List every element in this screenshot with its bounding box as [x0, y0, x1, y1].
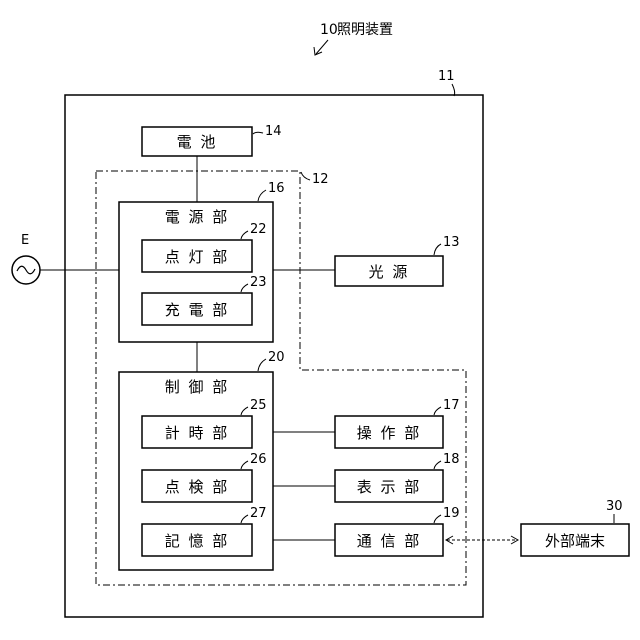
ref-inspection: 26 — [250, 452, 267, 467]
ref-communication-leader — [434, 515, 441, 523]
operation-label: 操 作 部 — [357, 424, 422, 442]
ref-charging: 23 — [250, 275, 267, 290]
ref-operation-leader — [434, 407, 441, 415]
ref-memory: 27 — [250, 506, 267, 521]
external-terminal-label: 外部端末 — [545, 532, 605, 550]
ac-sine-icon — [17, 266, 35, 274]
controller-label: 制 御 部 — [165, 378, 230, 396]
ref-operation: 17 — [443, 398, 460, 413]
ref-control-unit-leader — [301, 172, 310, 180]
ref-communication: 19 — [443, 506, 460, 521]
charging-label: 充 電 部 — [165, 301, 230, 319]
ref-control-unit: 12 — [312, 172, 329, 187]
ref-housing-leader — [452, 84, 455, 96]
ref-ac-source: E — [21, 233, 29, 248]
ref-light-source: 13 — [443, 235, 460, 250]
battery-label: 電 池 — [177, 133, 218, 151]
power-supply-label: 電 源 部 — [165, 208, 230, 226]
title-pointer — [316, 40, 328, 54]
ref-battery: 14 — [265, 124, 282, 139]
lighting-label: 点 灯 部 — [165, 248, 230, 266]
memory-label: 記 憶 部 — [165, 532, 230, 550]
ref-external-terminal: 30 — [606, 499, 623, 514]
ref-housing: 11 — [438, 69, 455, 84]
title-ref: 10 — [320, 22, 338, 38]
ref-lighting: 22 — [250, 222, 267, 237]
communication-label: 通 信 部 — [357, 532, 422, 550]
ref-timer: 25 — [250, 398, 267, 413]
inspection-label: 点 検 部 — [165, 478, 230, 496]
ref-power-supply-leader — [258, 190, 266, 201]
light-source-label: 光 源 — [369, 263, 410, 281]
ref-controller-leader — [258, 359, 266, 371]
ref-display-leader — [434, 461, 441, 469]
ref-display: 18 — [443, 452, 460, 467]
timer-label: 計 時 部 — [165, 424, 230, 442]
display-label: 表 示 部 — [357, 478, 422, 496]
ref-battery-leader — [253, 132, 263, 134]
ref-light-source-leader — [434, 244, 441, 255]
title-text: 照明装置 — [337, 22, 393, 38]
ref-controller: 20 — [268, 350, 285, 365]
ref-power-supply: 16 — [268, 181, 285, 196]
